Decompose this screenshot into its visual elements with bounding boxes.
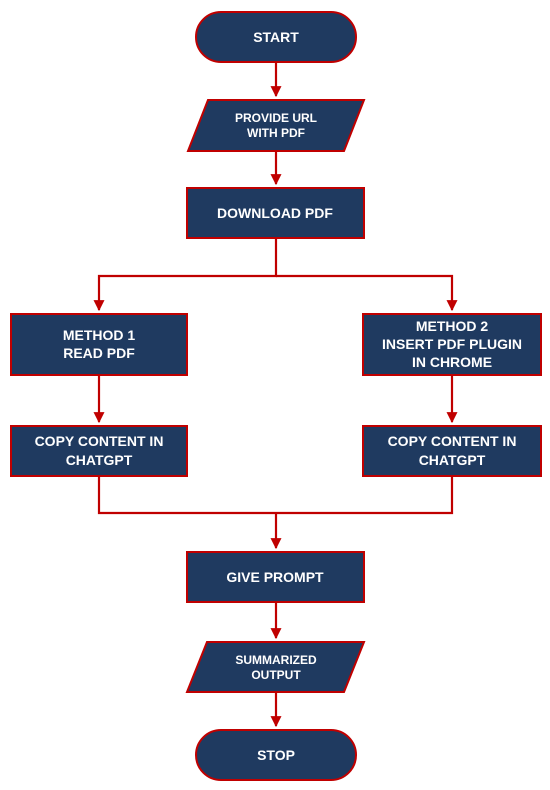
node-start: START (195, 11, 357, 63)
node-method-1-line-2: READ PDF (63, 345, 135, 361)
node-copy-content-right-line-1: COPY CONTENT IN (388, 433, 517, 449)
connector-copy-merge (97, 476, 454, 515)
node-method-2: METHOD 2 INSERT PDF PLUGIN IN CHROME (362, 313, 542, 376)
process-shape (362, 313, 542, 376)
process-shape (10, 425, 188, 477)
process-shape (186, 187, 365, 239)
node-provide-url-line-1: PROVIDE URL (235, 111, 317, 125)
node-copy-content-left-line-1: COPY CONTENT IN (35, 433, 164, 449)
node-summarized-output-line-1: SUMMARIZED (235, 653, 317, 667)
process-shape (362, 425, 542, 477)
node-copy-content-left: COPY CONTENT IN CHATGPT (10, 425, 188, 477)
node-copy-content-right-line-2: CHATGPT (419, 452, 486, 468)
terminal-shape (195, 729, 357, 781)
node-method-1-line-1: METHOD 1 (63, 327, 136, 343)
terminal-shape (195, 11, 357, 63)
node-give-prompt: GIVE PROMPT (186, 551, 365, 603)
node-summarized-output-line-2: OUTPUT (251, 668, 301, 682)
process-shape (186, 551, 365, 603)
node-provide-url: PROVIDE URL WITH PDF (186, 99, 366, 152)
node-stop-label: STOP (257, 747, 295, 763)
node-give-prompt-label: GIVE PROMPT (226, 569, 324, 585)
node-copy-content-left-line-2: CHATGPT (66, 452, 133, 468)
parallelogram-shape (186, 99, 366, 152)
node-summarized-output: SUMMARIZED OUTPUT (185, 641, 366, 693)
node-method-2-line-1: METHOD 2 (416, 318, 489, 334)
node-download-pdf-label: DOWNLOAD PDF (217, 205, 333, 221)
node-method-1: METHOD 1 READ PDF (10, 313, 188, 376)
node-copy-content-right: COPY CONTENT IN CHATGPT (362, 425, 542, 477)
node-method-2-line-3: IN CHROME (412, 354, 492, 370)
connector-download-to-method2 (276, 274, 458, 312)
node-start-label: START (253, 29, 299, 45)
node-method-2-line-2: INSERT PDF PLUGIN (382, 336, 522, 352)
node-provide-url-line-2: WITH PDF (247, 126, 305, 140)
node-download-pdf: DOWNLOAD PDF (186, 187, 365, 239)
parallelogram-shape (185, 641, 366, 693)
connector-download-split (93, 238, 278, 312)
process-shape (10, 313, 188, 376)
connectors (93, 62, 458, 728)
node-stop: STOP (195, 729, 357, 781)
